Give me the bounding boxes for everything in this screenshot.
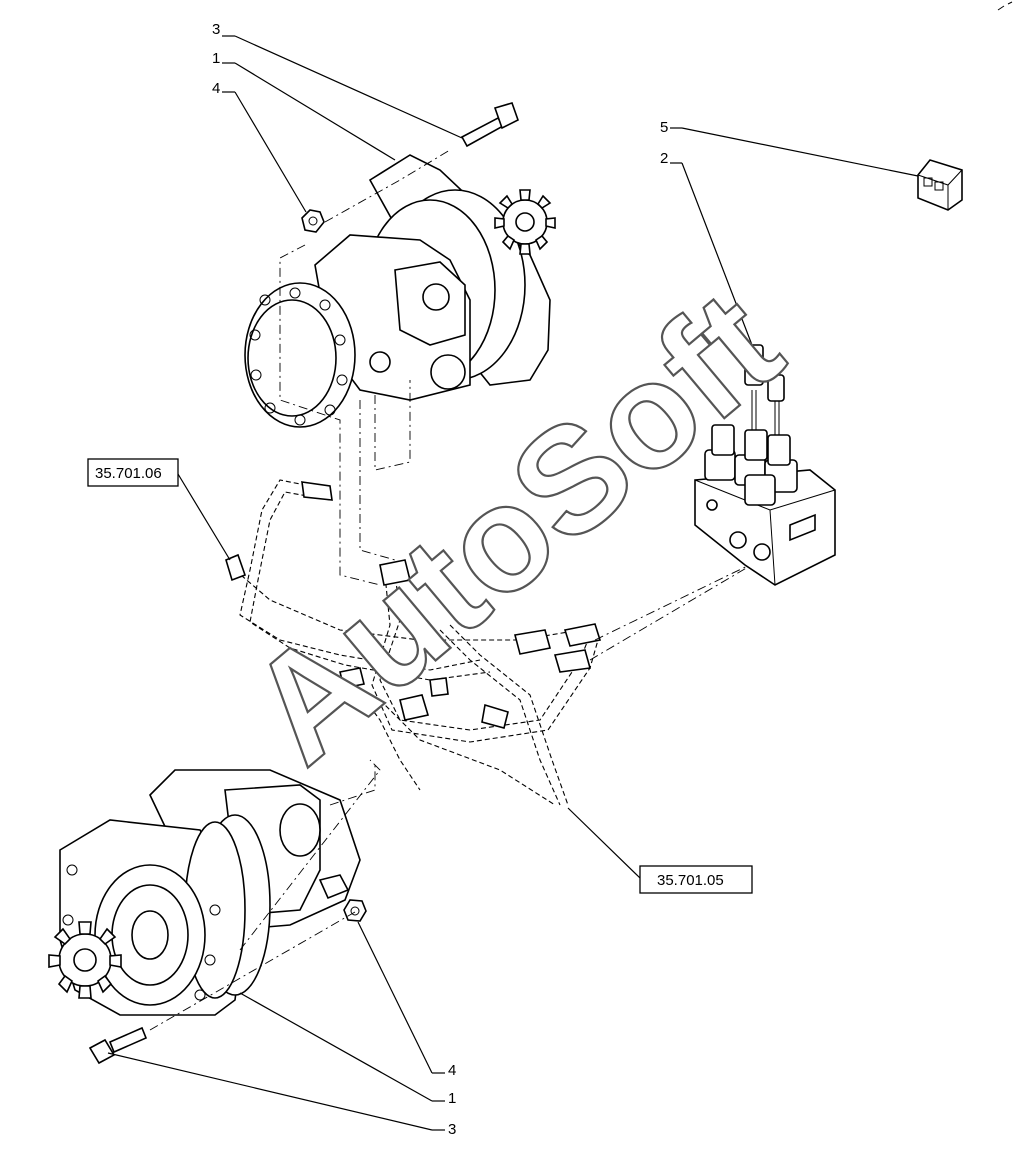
reference-35-701-06[interactable]: 35.701.06 (95, 465, 162, 482)
reference-box-lower[interactable]: 35.701.05 (639, 865, 753, 894)
hydraulic-hoses (225, 479, 602, 806)
callout-4-bottom: 4 (448, 1062, 456, 1079)
top-drive-motor (244, 154, 556, 428)
relay (917, 159, 963, 211)
bottom-bolt (88, 1026, 148, 1065)
top-bolt (460, 102, 519, 148)
reference-35-701-05[interactable]: 35.701.05 (657, 872, 724, 889)
bottom-nut (343, 899, 367, 922)
bottom-drive-motor (48, 769, 361, 1016)
callout-4-top: 4 (212, 80, 220, 97)
callout-3-top: 3 (212, 21, 220, 38)
leader-lines (107, 35, 919, 1131)
corner-mark (997, 1, 1013, 11)
callout-1-top: 1 (212, 50, 220, 67)
callout-1-bottom: 1 (448, 1090, 456, 1107)
callout-3-bottom: 3 (448, 1121, 456, 1138)
callout-5: 5 (660, 119, 668, 136)
top-nut (301, 209, 325, 233)
callout-2: 2 (660, 150, 668, 167)
reference-box-upper[interactable]: 35.701.06 (87, 458, 179, 487)
solenoid-valve-block (694, 344, 836, 586)
